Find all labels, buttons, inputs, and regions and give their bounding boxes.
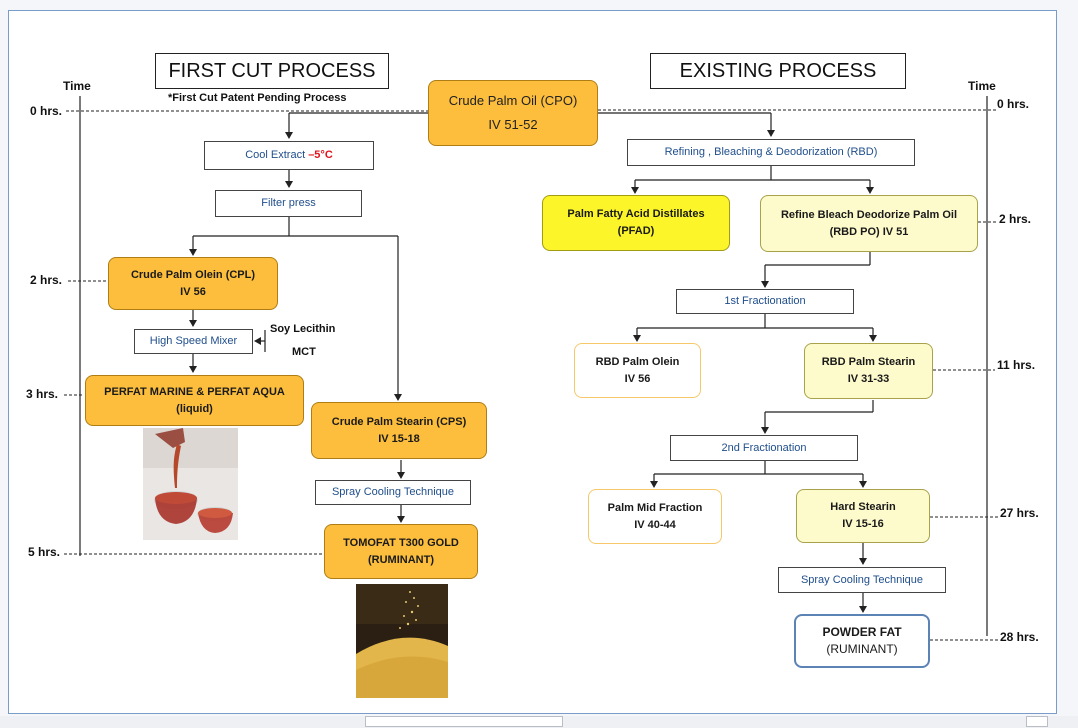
node-perfat-marine-aqua: PERFAT MARINE & PERFAT AQUA (liquid) — [85, 375, 304, 426]
node-cps-line2: IV 15-18 — [378, 432, 420, 445]
node-rbdpo-line1: Refine Bleach Deodorize Palm Oil — [780, 208, 958, 221]
bottom-strip-box — [365, 716, 563, 727]
node-cpo-line2: IV 51-52 — [488, 117, 538, 132]
existing-title: EXISTING PROCESS — [650, 53, 906, 89]
step-spray-cooling-existing: Spray Cooling Technique — [778, 567, 946, 593]
time-label-right: Time — [968, 79, 996, 93]
node-pfad: Palm Fatty Acid Distillates (PFAD) — [542, 195, 730, 251]
cool-extract-temp: –5°C — [308, 149, 333, 161]
node-hard-stearin: Hard Stearin IV 15-16 — [796, 489, 930, 543]
node-crude-palm-stearin: Crude Palm Stearin (CPS) IV 15-18 — [311, 402, 487, 459]
node-midfrac-line1: Palm Mid Fraction — [607, 501, 703, 514]
soy-lecithin-label: Soy Lecithin — [270, 323, 336, 335]
node-olein-line1: RBD Palm Olein — [595, 355, 680, 368]
node-cpl-line1: Crude Palm Olein (CPL) — [130, 268, 256, 281]
node-stearin-line1: RBD Palm Stearin — [821, 356, 916, 368]
node-crude-palm-olein: Crude Palm Olein (CPL) IV 56 — [108, 257, 278, 310]
patent-note: *First Cut Patent Pending Process — [168, 92, 347, 104]
time-right-0: 0 hrs. — [997, 97, 1030, 111]
step-spray-cooling-first-cut: Spray Cooling Technique — [315, 480, 471, 505]
node-palm-mid-fraction: Palm Mid Fraction IV 40-44 — [588, 489, 722, 544]
node-rbd-palm-stearin: RBD Palm Stearin IV 31-33 — [804, 343, 933, 399]
node-powder-line1: POWDER FAT — [822, 625, 902, 639]
node-olein-line2: IV 56 — [624, 372, 651, 385]
node-stearin-line2: IV 31-33 — [847, 373, 890, 385]
node-rbdpo-line2: (RBD PO) IV 51 — [829, 225, 909, 238]
node-pfad-line1: Palm Fatty Acid Distillates — [567, 208, 705, 220]
first-cut-title: FIRST CUT PROCESS — [155, 53, 389, 89]
time-left-5: 5 hrs. — [28, 545, 61, 559]
time-left-3: 3 hrs. — [26, 387, 59, 401]
time-right-11: 11 hrs. — [997, 358, 1036, 372]
cool-extract-label: Cool Extract — [245, 149, 309, 161]
step-1st-fractionation: 1st Fractionation — [676, 289, 854, 314]
node-cpl-line2: IV 56 — [180, 285, 206, 298]
step-filter-press: Filter press — [215, 190, 362, 217]
powder-fat-photo — [356, 584, 448, 698]
node-tomofat-line2: (RUMINANT) — [368, 553, 434, 566]
step-2nd-fractionation: 2nd Fractionation — [670, 435, 858, 461]
node-hard-line1: Hard Stearin — [830, 501, 896, 513]
time-left-2: 2 hrs. — [30, 273, 63, 287]
node-tomofat-t300-gold: TOMOFAT T300 GOLD (RUMINANT) — [324, 524, 478, 579]
node-hard-line2: IV 15-16 — [842, 518, 884, 530]
step-rbd: Refining , Bleaching & Deodorization (RB… — [627, 139, 915, 166]
node-crude-palm-oil: Crude Palm Oil (CPO) IV 51-52 — [428, 80, 598, 146]
time-right-28: 28 hrs. — [1000, 630, 1039, 644]
node-rbd-palm-olein: RBD Palm Olein IV 56 — [574, 343, 701, 398]
time-left-0: 0 hrs. — [30, 104, 63, 118]
node-powder-fat: POWDER FAT (RUMINANT) — [794, 614, 930, 668]
node-cps-line1: Crude Palm Stearin (CPS) — [331, 415, 467, 428]
time-right-2: 2 hrs. — [999, 212, 1032, 226]
node-cpo-line1: Crude Palm Oil (CPO) — [448, 93, 578, 108]
mct-label: MCT — [292, 346, 316, 358]
time-label-left: Time — [63, 79, 91, 93]
step-high-speed-mixer: High Speed Mixer — [134, 329, 253, 354]
node-midfrac-line2: IV 40-44 — [634, 518, 676, 531]
node-tomofat-line1: TOMOFAT T300 GOLD — [343, 536, 459, 549]
time-right-27: 27 hrs. — [1000, 506, 1039, 520]
node-pfad-line2: (PFAD) — [617, 225, 655, 237]
node-perfat-line1: PERFAT MARINE & PERFAT AQUA — [104, 385, 285, 398]
bottom-strip-box-right — [1026, 716, 1048, 727]
node-powder-line2: (RUMINANT) — [826, 642, 898, 656]
node-rbd-palm-oil: Refine Bleach Deodorize Palm Oil (RBD PO… — [760, 195, 978, 252]
liquid-oil-photo — [143, 428, 238, 540]
step-cool-extract: Cool Extract –5°C — [204, 141, 374, 170]
node-perfat-line2: (liquid) — [176, 402, 213, 415]
